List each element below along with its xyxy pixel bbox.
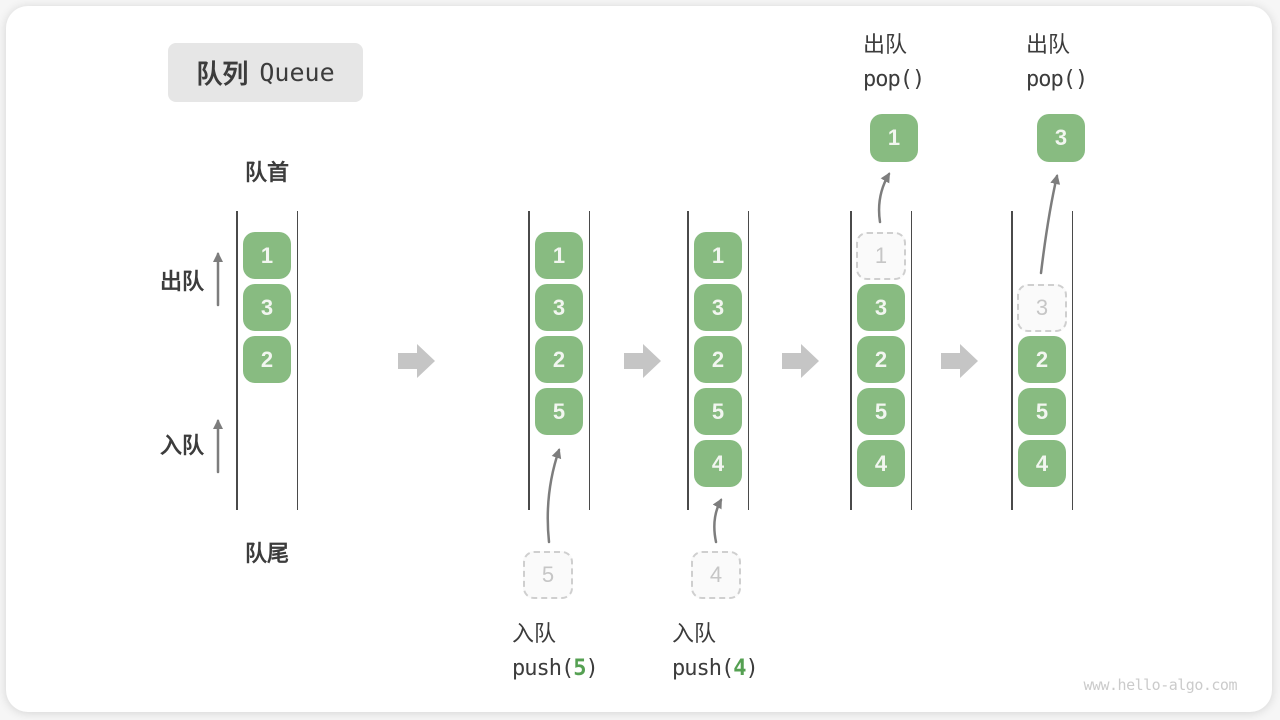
queue-state-5-wall-right <box>1071 211 1073 510</box>
queue-state-5-operation-label: 出队 <box>1026 32 1071 57</box>
queue-state-2-operation-arg: 5 <box>573 656 586 681</box>
queue-rear-label: 队尾 <box>244 541 289 566</box>
queue-cell-5: 5 <box>1018 388 1066 435</box>
queue-state-3-wall-left <box>687 211 689 510</box>
title-cn: 队列 <box>196 59 249 89</box>
queue-state-5-operation: 出队 pop() <box>1026 31 1088 92</box>
queue-cell-3: 3 <box>243 284 291 331</box>
queue-state-2-operation-code: push(5) <box>512 656 599 681</box>
queue-state-4-wall-right <box>910 211 912 510</box>
queue-cell-5: 5 <box>857 388 905 435</box>
queue-state-1-wall-right <box>296 211 298 510</box>
queue-cell-2: 2 <box>857 336 905 383</box>
queue-state-2-operation-label: 入队 <box>512 621 557 646</box>
queue-cell-5: 5 <box>535 388 583 435</box>
staged-cell-4: 4 <box>691 551 741 599</box>
queue-state-3-wall-right <box>747 211 749 510</box>
queue-state-4-operation-label: 出队 <box>863 32 908 57</box>
queue-cell-1: 1 <box>243 232 291 279</box>
queue-cell-4: 4 <box>857 440 905 487</box>
watermark: www.hello-algo.com <box>1083 676 1237 694</box>
queue-cell-ghost-3: 3 <box>1017 284 1067 332</box>
queue-state-3-operation-code: push(4) <box>672 656 759 681</box>
queue-state-3-operation: 入队 push(4) <box>672 620 759 681</box>
queue-state-4-wall-left <box>850 211 852 510</box>
queue-cell-3: 3 <box>857 284 905 331</box>
queue-state-4-operation-code: pop() <box>863 67 925 92</box>
queue-cell-2: 2 <box>535 336 583 383</box>
queue-cell-3: 3 <box>535 284 583 331</box>
dequeue-side-label: 出队 <box>160 269 205 294</box>
queue-state-4-operation: 出队 pop() <box>863 31 925 92</box>
queue-state-5-wall-left <box>1011 211 1013 510</box>
popped-cell-1: 1 <box>870 114 918 162</box>
queue-cell-1: 1 <box>535 232 583 279</box>
staged-cell-5: 5 <box>523 551 573 599</box>
queue-state-2-wall-left <box>528 211 530 510</box>
queue-cell-2: 2 <box>694 336 742 383</box>
queue-cell-2: 2 <box>1018 336 1066 383</box>
queue-cell-ghost-1: 1 <box>856 232 906 280</box>
queue-front-label: 队首 <box>244 160 289 185</box>
queue-cell-4: 4 <box>694 440 742 487</box>
queue-state-1-wall-left <box>236 211 238 510</box>
title-en: Queue <box>259 58 335 87</box>
queue-state-3-operation-arg: 4 <box>733 656 746 681</box>
queue-state-5-operation-code: pop() <box>1026 67 1088 92</box>
queue-state-2-wall-right <box>588 211 590 510</box>
popped-cell-3: 3 <box>1037 114 1085 162</box>
queue-cell-2: 2 <box>243 336 291 383</box>
queue-cell-5: 5 <box>694 388 742 435</box>
enqueue-side-label: 入队 <box>160 433 205 458</box>
queue-cell-1: 1 <box>694 232 742 279</box>
queue-cell-4: 4 <box>1018 440 1066 487</box>
queue-state-3-operation-label: 入队 <box>672 621 717 646</box>
queue-cell-3: 3 <box>694 284 742 331</box>
figure-card-background <box>6 6 1272 712</box>
figure-title: 队列 Queue <box>168 43 363 102</box>
queue-state-2-operation: 入队 push(5) <box>512 620 599 681</box>
